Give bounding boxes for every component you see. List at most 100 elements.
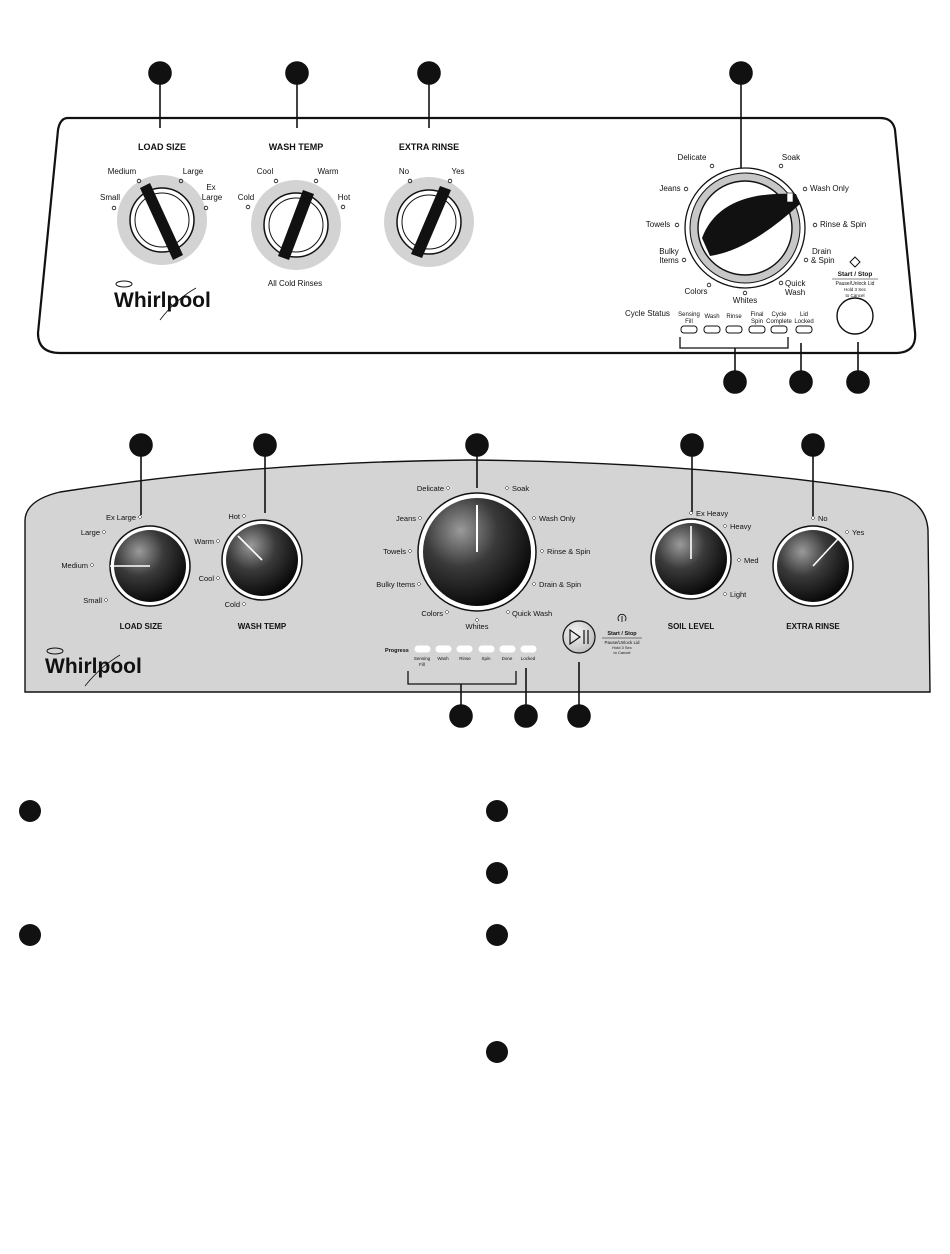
status-final-1: Final [750,312,763,318]
wash-temp-title: WASH TEMP [269,142,324,152]
label-medium: Medium [108,167,137,176]
label-ex-large-2: Ex Large [106,513,136,522]
cycle-bulky-2b: Bulky Items [376,580,415,589]
label-large-2: Large [81,528,100,537]
power-icon-2 [617,613,627,622]
label-light: Light [730,590,747,599]
cycle-delicate: Delicate [678,153,707,162]
load-size-knob[interactable]: LOAD SIZE Small Medium Large Ex Large [100,142,223,265]
brand-text-2: Whirlpool [45,655,142,678]
status-light-sensing [680,325,698,334]
extra-rinse-title: EXTRA RINSE [399,142,459,152]
wash-temp-labels: Hot Warm Cool Cold [194,512,247,609]
start-stop-line2-2: Hold 3 Sec [612,645,632,650]
cycle-quick-2: Wash [785,288,805,297]
start-stop-title: Start / Stop [838,271,873,278]
label-yes: Yes [451,167,464,176]
cycle-status: Cycle Status Sensing Fill Wash Rinse Fin… [625,309,814,349]
status-light-final-spin [748,325,766,334]
start-stop-line2: Hold 3 Sec [844,287,867,292]
cycle-dial-2[interactable] [417,492,537,612]
label-cold-2: Cold [225,600,240,609]
status-lid-2: Locked [794,319,813,325]
label-small-2: Small [83,596,102,605]
wash-temp-title-2: WASH TEMP [238,622,287,631]
label-cool: Cool [257,167,274,176]
cycle-soak-2: Soak [512,484,529,493]
wash-temp-knob-2[interactable]: WASH TEMP [221,519,303,631]
load-size-labels: Ex Large Large Medium Small [61,513,143,605]
whirlpool-logo-2: Whirlpool [45,647,142,687]
label-ex-heavy: Ex Heavy [696,509,728,518]
legend-marker-4 [486,862,508,884]
cycle-wash-only: Wash Only [810,184,849,193]
progress-wash: Wash [437,656,449,661]
wash-temp-indicator [237,535,263,561]
progress-light-wash [435,645,452,653]
label-ex-large: Large [202,193,223,202]
cycle-labels: Delicate Soak Jeans Wash Only Towels Rin… [646,153,866,305]
cycle-jeans: Jeans [659,184,680,193]
label-cold: Cold [238,193,254,202]
extra-rinse-knob-2[interactable]: EXTRA RINSE [772,525,854,631]
cycle-soak: Soak [782,153,801,162]
label-hot-2: Hot [228,512,241,521]
cycle-wash-only-2: Wash Only [539,514,576,523]
cycle-dial[interactable] [684,167,806,289]
legend-marker-1 [19,800,41,822]
start-stop-line3: to Cancel [845,293,864,298]
label-yes-2: Yes [852,528,864,537]
legend-markers [19,800,508,1063]
cycle-colors-2: Colors [421,609,443,618]
extra-rinse-pointer [411,186,451,258]
start-stop-area-2: Start / Stop Pause/Unlock Lid Hold 3 Sec… [562,613,642,655]
label-all-cold-rinses: All Cold Rinses [268,279,322,288]
extra-rinse-title-2: EXTRA RINSE [786,622,840,631]
label-hot: Hot [338,193,351,202]
load-size-pointer [140,183,183,260]
status-light-wash [703,325,721,334]
progress-light-locked [520,645,537,653]
start-stop-area: Start / Stop Pause/Unlock Lid Hold 3 Sec… [832,256,878,335]
power-icon [849,256,861,268]
cycle-delicate-2: Delicate [417,484,444,493]
panel-bottom: LOAD SIZE Ex Large Large Medium Small WA… [24,433,931,728]
play-pause-icon [569,628,589,646]
load-size-knob-2[interactable]: LOAD SIZE [109,525,191,631]
cycle-rinse-spin-2: Rinse & Spin [547,547,590,556]
progress-spin: Spin [481,656,491,661]
progress-done: Done [502,656,513,661]
callout-markers [148,61,870,394]
progress-locked: Locked [521,656,536,661]
soil-level-knob[interactable]: SOIL LEVEL [650,518,732,631]
label-small: Small [100,193,120,202]
label-large: Large [183,167,204,176]
status-light-cycle-complete [770,325,788,334]
cycle-drain-1: Drain [812,247,831,256]
soil-level-title: SOIL LEVEL [668,622,715,631]
status-final-2: Spin [751,319,763,325]
wash-temp-knob[interactable]: WASH TEMP Cold Cool Warm Hot All Cold Ri… [238,142,351,288]
progress-light-done [499,645,516,653]
extra-rinse-knob[interactable]: EXTRA RINSE No Yes [384,142,474,267]
progress-light-spin [478,645,495,653]
label-no: No [399,167,410,176]
status-wash: Wash [704,314,719,320]
cycle-whites: Whites [733,296,757,305]
panel-top: LOAD SIZE Small Medium Large Ex Large WA… [36,61,917,394]
cycle-dial-pointer [702,193,800,256]
legend-marker-5 [486,924,508,946]
legend-marker-6 [486,1041,508,1063]
cycle-labels-2: Delicate Soak Jeans Wash Only Towels Rin… [376,484,590,631]
start-stop-button[interactable] [836,297,874,335]
status-sensing-2: Fill [685,319,693,325]
progress-light-sensing [414,645,431,653]
label-no-2: No [818,514,828,523]
label-medium-2: Medium [61,561,88,570]
cycle-drain-spin-2: Drain & Spin [539,580,581,589]
cycle-quick-wash-2: Quick Wash [512,609,552,618]
legend-marker-3 [486,800,508,822]
cycle-whites-2: Whites [466,622,489,631]
status-cycle-2: Complete [766,319,792,325]
